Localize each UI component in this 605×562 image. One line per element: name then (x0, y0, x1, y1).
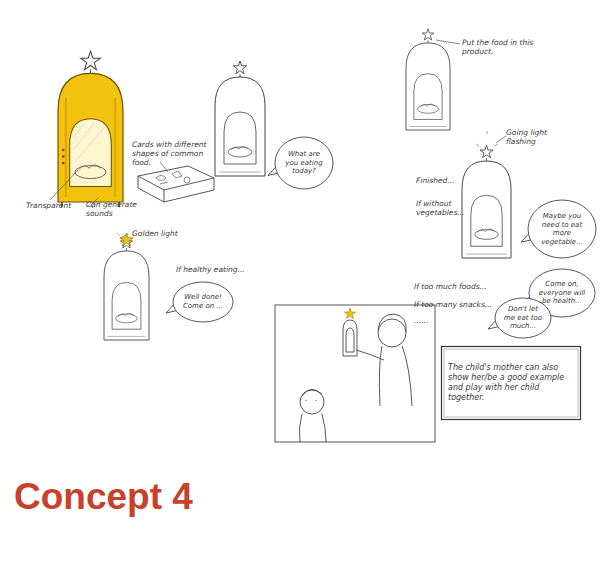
sketch-annotation: If too much foods... (414, 282, 506, 291)
node-text-area: Well done! Come on ... (180, 285, 226, 319)
node-text-area: Don't let me eat too much... (502, 301, 545, 335)
node-text: Don't let me eat too much... (502, 305, 545, 331)
usage-scene (275, 305, 435, 442)
node-text: Come on, everyone will be health... (537, 280, 587, 306)
speech-bubble: Maybe you need to eat more vegetable... (527, 199, 597, 259)
page-title: Concept 4 (14, 476, 193, 518)
node-text: What are you eating today? (282, 150, 326, 176)
bubble-ellipse (275, 137, 333, 189)
product-sketch (104, 237, 149, 341)
node-text: Well done! Come on ... (180, 293, 226, 310)
bubble-ellipse (495, 298, 551, 338)
scene-star (344, 308, 355, 319)
sketch-annotation: Going light flashing (506, 128, 564, 146)
sketch-annotation: Cards with different shapes of common fo… (132, 140, 214, 167)
node-text-area: What are you eating today? (282, 141, 326, 184)
sketch-annotation: ...... (414, 316, 454, 325)
node-text: Maybe you need to eat more vegetable... (536, 212, 588, 246)
box-rect (442, 347, 581, 420)
sketch-annotation: Golden light (132, 229, 192, 238)
note-box: The child's mother can also show her/be … (441, 346, 581, 420)
sketch-annotation: If healthy eating... (176, 265, 256, 274)
speech-bubble: Well done! Come on ... (172, 281, 234, 323)
product-sketch (406, 29, 450, 130)
sketch-annotation: Put the food in this product. (462, 38, 536, 56)
sketch-annotation: If too many snacks... (414, 300, 506, 309)
flash-rays (476, 131, 498, 146)
sketch-annotation: If without vegetables... (416, 199, 472, 217)
box-rect-inner (444, 349, 578, 417)
speech-bubble: What are you eating today? (274, 136, 334, 190)
leader-lines (50, 40, 506, 238)
speech-bubble: Don't let me eat too much... (494, 297, 552, 339)
card-tray (138, 166, 214, 202)
sketch-annotation: Can generate sounds (86, 200, 138, 218)
product-sketch (215, 61, 265, 176)
sketch-annotation: Finished... (416, 176, 476, 185)
sketch-annotation: Transparent (26, 201, 86, 210)
node-text-area: Maybe you need to eat more vegetable... (536, 205, 588, 253)
product-sketch (462, 145, 511, 258)
node-text-area: The child's mother can also show her/be … (448, 351, 574, 415)
bubble-ellipse (173, 282, 233, 322)
node-text: The child's mother can also show her/be … (448, 363, 574, 403)
bubble-ellipse (528, 200, 596, 258)
yellow-product (58, 51, 123, 207)
